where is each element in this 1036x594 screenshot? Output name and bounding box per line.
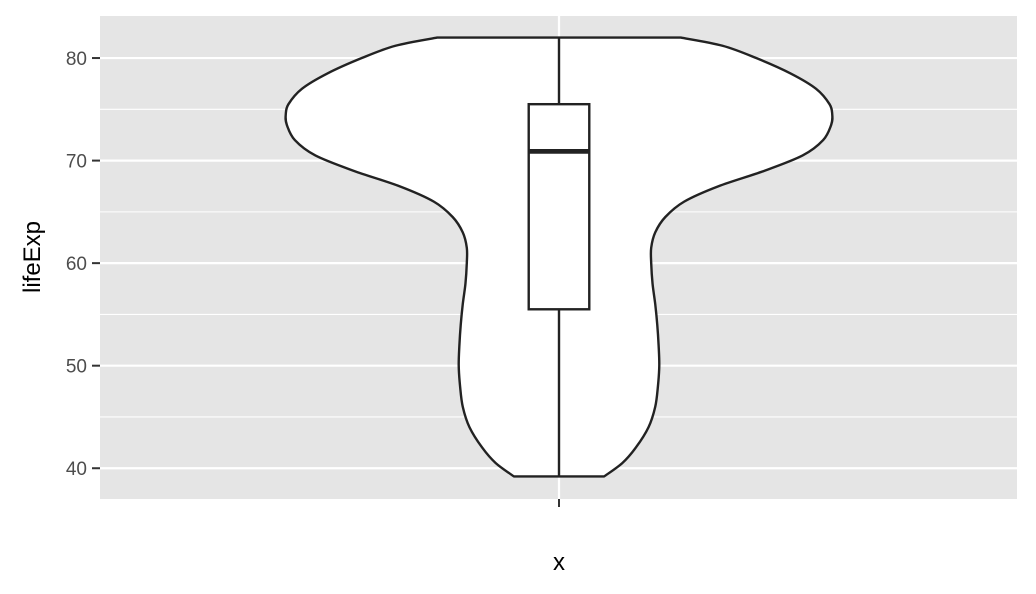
y-tick-label: 50 xyxy=(66,357,87,378)
y-tick-label: 40 xyxy=(66,459,87,480)
y-tick-label: 70 xyxy=(66,152,87,173)
y-tick-label: 60 xyxy=(66,254,87,275)
y-axis: 40 50 60 70 80 xyxy=(66,49,100,480)
x-axis-title: x xyxy=(553,549,565,576)
iqr-box xyxy=(527,102,591,311)
y-tick-label: 80 xyxy=(66,49,87,70)
boxplot-layer xyxy=(527,37,591,477)
y-axis-title: lifeExp xyxy=(19,221,46,293)
